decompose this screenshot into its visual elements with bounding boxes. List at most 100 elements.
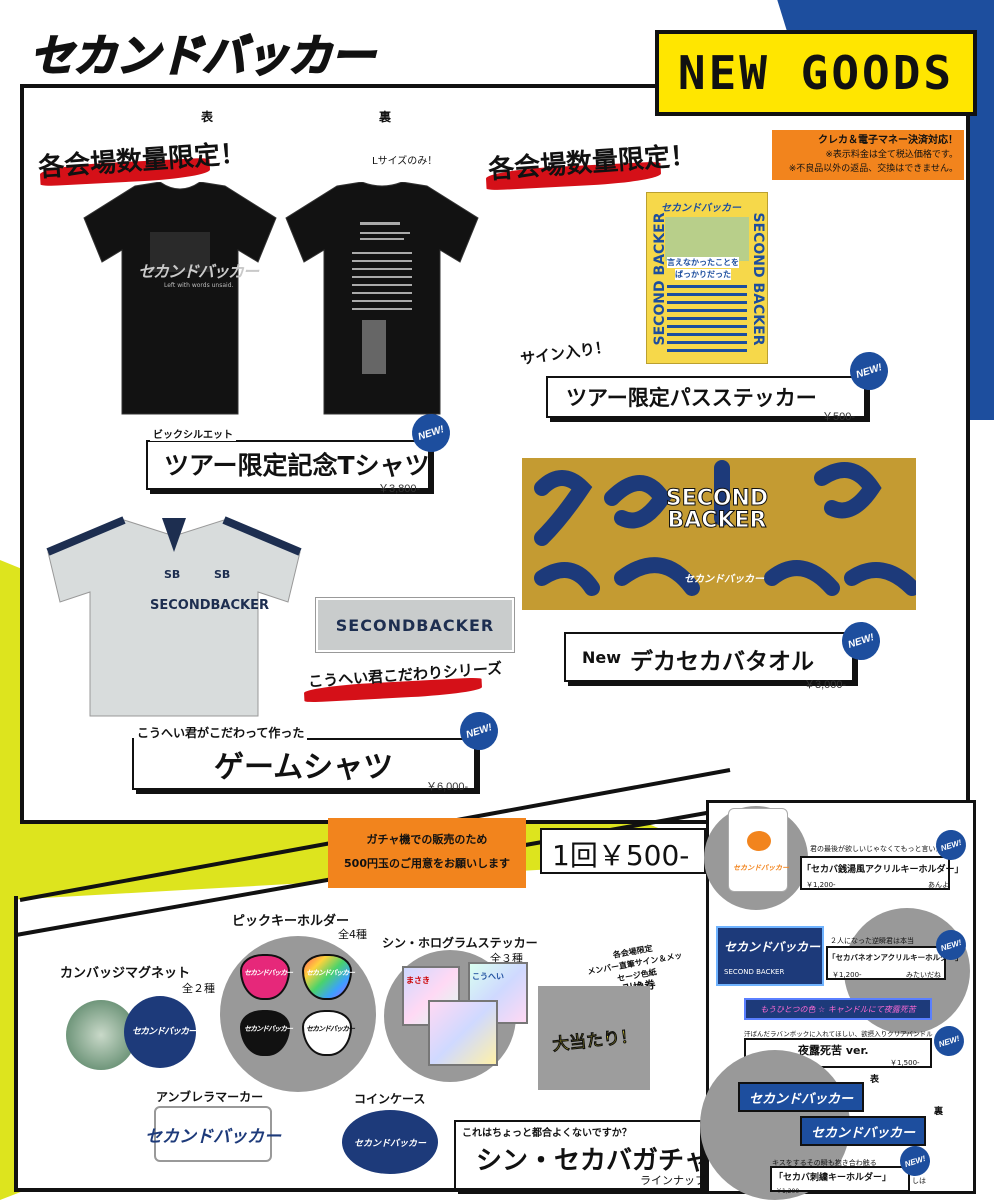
- jackpot-card: 大当たり！: [538, 986, 650, 1090]
- towel-name-prefix: New: [582, 648, 622, 667]
- pick-holder-label: ピックキーホルダー: [232, 914, 350, 929]
- neon-logo: セカンドバッカー: [724, 940, 821, 954]
- payment-notice: クレカ＆電子マネー決済対応！ ※表示料金は全て税込価格です。 ※不良品以外の返品…: [772, 130, 964, 180]
- towel-art-text: SECOND BACKER: [665, 486, 769, 533]
- pick-rainbow: [302, 954, 352, 1000]
- keyholder-2-box: [826, 946, 946, 980]
- sticker-price: ￥500-: [822, 411, 856, 423]
- tshirt-back-image: [285, 182, 479, 415]
- new-goods-banner: NEW GOODS: [655, 30, 977, 116]
- coin-case-logo: セカンドバッカー: [353, 1138, 426, 1149]
- brand-logo: セカンドバッカー: [29, 30, 376, 83]
- game-shirt-name: ゲームシャツ: [214, 750, 394, 785]
- keyholder-1-author: あんよ: [928, 881, 949, 889]
- badge-logo: [124, 996, 196, 1068]
- gacha-price: 1回￥500-: [552, 839, 690, 872]
- pick-black-logo: セカンドバッカー: [244, 1025, 293, 1033]
- badge-magnet-label: カンバッジマグネット: [60, 966, 191, 981]
- keyholder-2-name: 「セカバネオンアクリルキーホルダー」: [828, 953, 963, 962]
- sento-keyholder: セカンドバッカー: [728, 808, 789, 892]
- sticker-image: セカンドバッカー SECOND BACKER SECOND BACKER 言えな…: [646, 192, 768, 364]
- tshirt-caption: [146, 440, 430, 490]
- size-note: Lサイズのみ！: [372, 156, 438, 167]
- clear-band: もうひとつの色 ☆ キャンドルにて夜露死苦: [744, 998, 932, 1020]
- keyholder-1-desc: 君の最後が欲しいじゃなくてもっと言いたいのは: [810, 845, 964, 853]
- embroidery-front-label: 表: [870, 1075, 880, 1085]
- sticker-name: ツアー限定パスステッカー: [566, 386, 817, 410]
- keyholder-4-author: しは: [912, 1177, 926, 1185]
- keyholder-3-name: 夜露死苦 ver.: [798, 1044, 869, 1057]
- pick-white: [302, 1010, 352, 1056]
- pick-holder-bg: [220, 936, 376, 1092]
- tshirt-front-print: セカンドバッカー: [138, 262, 259, 281]
- sento-logo: セカンドバッカー: [733, 864, 789, 872]
- tshirt-subtitle: ビックシルエット: [150, 426, 236, 441]
- tshirt-name: ツアー限定記念Tシャツ: [164, 451, 430, 480]
- neon-keyholder: セカンドバッカー SECOND BACKER: [716, 926, 824, 986]
- embroidery-back-label: 裏: [934, 1107, 944, 1117]
- gacha-subtitle: これはちょっと都合よくないですか？: [462, 1128, 632, 1139]
- gacha-notice-2: 500円玉のご用意をお願いします: [344, 857, 510, 870]
- keyholder-2-desc: ２人になった逆瞬君は本当: [830, 937, 914, 945]
- game-shirt-chest-right: SB: [214, 568, 231, 581]
- tshirt-price: ￥3,800-: [378, 483, 421, 495]
- sticker-logo: セカンドバッカー: [661, 203, 741, 214]
- pick-black: [240, 1010, 290, 1056]
- clear-band-text: もうひとつの色 ☆ キャンドルにて夜露死苦: [760, 1004, 916, 1014]
- hologram-label: シン・ホログラムステッカー: [382, 936, 538, 950]
- umbrella-marker: セカンドバッカー: [145, 1106, 281, 1162]
- towel-image: SECOND BACKER セカンドバッカー: [522, 458, 916, 610]
- holo-sticker-2-name: こうへい: [472, 972, 504, 981]
- keyholder-3-price: ￥1,500-: [890, 1059, 920, 1067]
- gacha-price-box: [540, 828, 706, 874]
- coin-case-label: コインケース: [354, 1092, 426, 1106]
- pick-white-logo: セカンドバッカー: [306, 1025, 355, 1033]
- keyholder-2-author: みたいだね: [906, 971, 941, 979]
- game-shirt-closeup-text: SECONDBACKER: [335, 615, 495, 635]
- keyholder-1-price: ￥1,200-: [806, 881, 836, 889]
- sticker-side-right: SECOND BACKER: [750, 212, 766, 346]
- tshirt-front-subprint: Left with words unsaid.: [164, 282, 234, 289]
- sticker-tagline-2: ばっかりだった: [675, 269, 731, 280]
- sticker-caption: [546, 376, 866, 418]
- game-shirt-image: [46, 516, 302, 717]
- back-marker: 裏: [374, 106, 396, 128]
- gacha-notice: ガチャ機での販売のため 500円玉のご用意をお願いします: [328, 818, 526, 888]
- keyholder-4-desc: キスをするその瞬も抱き合わ触る: [772, 1159, 877, 1167]
- payment-line-2: ※表示料金は全て税込価格です。: [825, 150, 958, 160]
- keyholder-1-box: [800, 856, 950, 890]
- keyholder-4-box: [770, 1166, 910, 1192]
- pick-pink: [240, 954, 290, 1000]
- new-goods-title: NEW GOODS: [677, 46, 955, 100]
- game-shirt-closeup: SECONDBACKER: [316, 598, 514, 652]
- jackpot-text: 大当たり！: [550, 1026, 638, 1055]
- pick-holder-count: 全4種: [338, 928, 367, 941]
- towel-price: ￥3,000-: [804, 679, 847, 691]
- game-shirt-caption: [132, 738, 476, 790]
- gacha-name: シン・セカバガチャ: [476, 1146, 710, 1176]
- front-marker: 表: [196, 106, 218, 128]
- pick-pink-logo: セカンドバッカー: [244, 969, 293, 977]
- embroidery-front-logo: セカンドバッカー: [748, 1091, 853, 1107]
- coin-case: セカンドバッカー: [342, 1110, 438, 1174]
- game-shirt-price: ￥6,000-: [426, 781, 469, 793]
- neon-sub: SECOND BACKER: [724, 968, 785, 976]
- holo-sticker-3: [428, 1000, 498, 1066]
- tshirt-front-image: [83, 182, 277, 415]
- holo-sticker-1-name: まさき: [406, 976, 430, 985]
- keyholder-2-price: ￥1,200-: [832, 971, 862, 979]
- payment-line-3: ※不良品以外の返品、交換はできません。: [788, 164, 958, 174]
- pick-rainbow-logo: セカンドバッカー: [306, 969, 355, 977]
- towel-caption: [564, 632, 854, 682]
- keyholder-4-name: 「セカバ刺繍キーホルダー」: [774, 1173, 892, 1183]
- hologram-count: 全３種: [490, 952, 523, 965]
- embroidery-back-logo: セカンドバッカー: [810, 1125, 915, 1141]
- payment-line-1: クレカ＆電子マネー決済対応！: [818, 135, 958, 146]
- keyholder-3-desc: 汗ばんだラバンボックに入れてほしい、欲摂入りクリアバンドル: [744, 1030, 933, 1038]
- gacha-lineup: ラインナップ: [640, 1174, 706, 1187]
- keyholder-1-name: 「セカバ銭湯風アクリルキーホルダー」: [802, 865, 964, 875]
- badge-magnet-count: 全２種: [182, 982, 215, 995]
- keyholder-4-price: ￥1,200-: [776, 1188, 802, 1195]
- game-shirt-subtitle: こうへい君がこだわって作った: [134, 724, 308, 741]
- umbrella-label: アンブレラマーカー: [156, 1090, 264, 1104]
